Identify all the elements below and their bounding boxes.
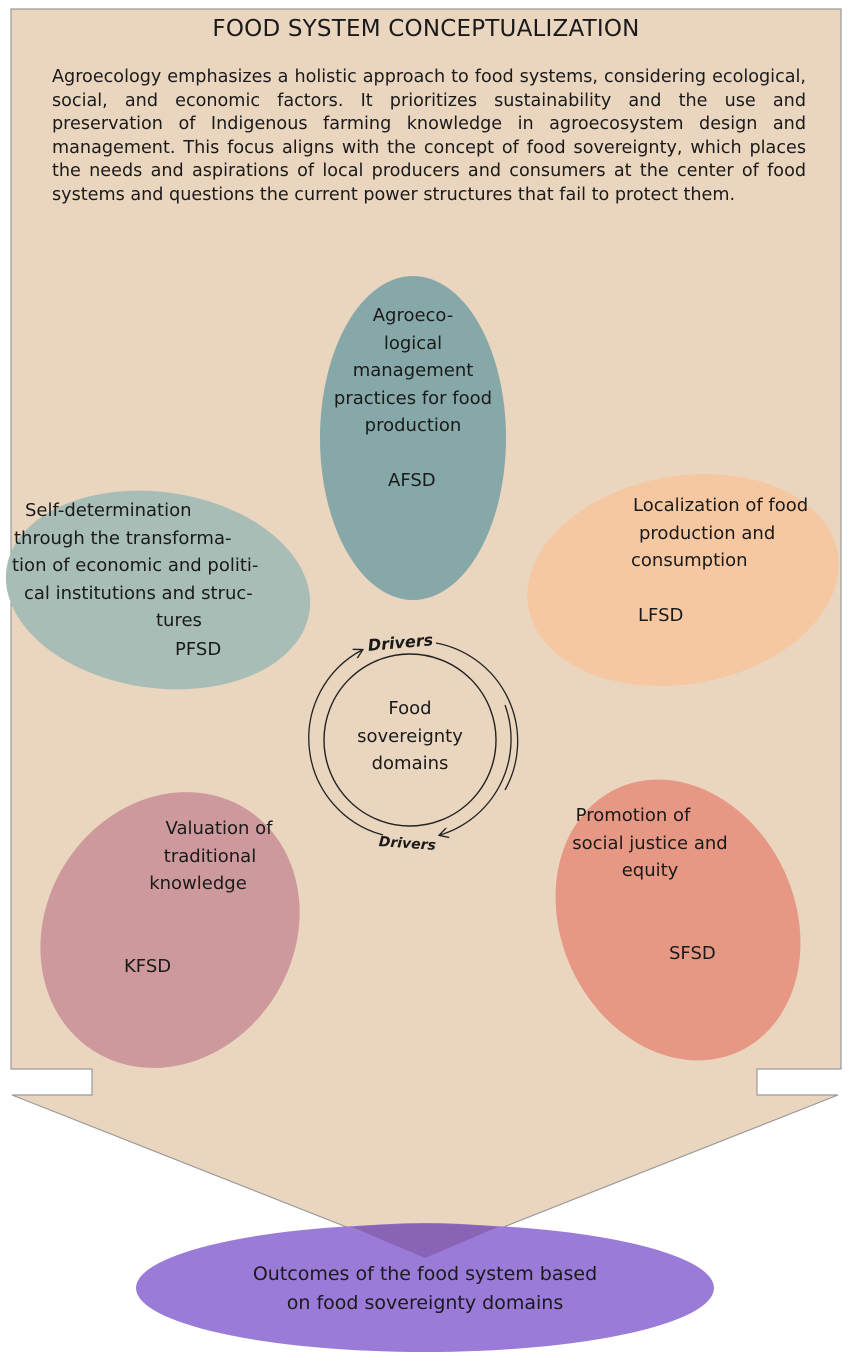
driver-arrow-right bbox=[440, 704, 512, 835]
pfsd-label-line: tion of economic and politi- bbox=[12, 555, 259, 576]
pfsd-label-line: tures bbox=[156, 610, 202, 631]
driver-arrow-left bbox=[308, 650, 384, 836]
pfsd-code: PFSD bbox=[175, 639, 222, 660]
intro-paragraph: Agroecology emphasizes a holistic approa… bbox=[52, 67, 806, 205]
afsd-label-line: production bbox=[364, 415, 462, 436]
kfsd-label-line: traditional bbox=[163, 845, 257, 867]
sfsd-label-line: Promotion of bbox=[575, 805, 691, 826]
center-label-line: domains bbox=[371, 753, 449, 774]
afsd-label: Agroeco- logical management practices fo… bbox=[318, 302, 508, 440]
pfsd-ellipse bbox=[5, 490, 311, 690]
outcome-label-line: on food sovereignty domains bbox=[286, 1292, 564, 1314]
afsd-code: AFSD bbox=[388, 470, 436, 491]
pfsd-label: Self-determination through the transform… bbox=[10, 497, 310, 635]
center-label-line: Food bbox=[388, 698, 432, 719]
outcome-ellipse bbox=[136, 1224, 714, 1352]
lfsd-code: LFSD bbox=[638, 605, 684, 626]
afsd-label-line: management bbox=[352, 360, 474, 381]
center-label: Food sovereignty domains bbox=[330, 695, 490, 778]
lfsd-label-line: consumption bbox=[631, 550, 748, 571]
diagram-title: FOOD SYSTEM CONCEPTUALIZATION bbox=[212, 16, 640, 42]
lfsd-label-line: production and bbox=[639, 522, 776, 544]
lfsd-label: Localization of food production and cons… bbox=[630, 492, 835, 575]
kfsd-ellipse bbox=[40, 792, 300, 1068]
center-inner-circle bbox=[323, 653, 497, 827]
kfsd-code: KFSD bbox=[124, 956, 172, 977]
afsd-label-line: Agroeco- bbox=[372, 305, 454, 326]
sfsd-label-line: equity bbox=[621, 860, 679, 881]
center-label-line: sovereignty bbox=[357, 725, 463, 747]
pfsd-label-line: cal institutions and struc- bbox=[24, 582, 253, 604]
outcome-label-line: Outcomes of the food system based bbox=[252, 1263, 598, 1285]
lfsd-label-line: Localization of food bbox=[633, 495, 809, 516]
kfsd-label-line: Valuation of bbox=[165, 818, 273, 839]
afsd-label-line: logical bbox=[383, 332, 443, 354]
sfsd-code: SFSD bbox=[669, 943, 716, 964]
sfsd-ellipse bbox=[555, 779, 801, 1061]
lfsd-ellipse bbox=[527, 474, 839, 686]
outcome-label: Outcomes of the food system based on foo… bbox=[200, 1260, 650, 1318]
driver-label-bottom: Drivers bbox=[378, 834, 436, 854]
sfsd-label: Promotion of social justice and equity bbox=[560, 802, 740, 885]
kfsd-label: Valuation of traditional knowledge bbox=[130, 815, 290, 898]
arrow-tip-overlap bbox=[352, 1223, 498, 1258]
kfsd-label-line: knowledge bbox=[149, 873, 247, 894]
sfsd-label-line: social justice and bbox=[572, 832, 728, 854]
afsd-ellipse bbox=[320, 276, 506, 600]
pfsd-label-line: Self-determination bbox=[25, 500, 192, 521]
afsd-label-line: practices for food bbox=[333, 387, 493, 409]
driver-arrow-top bbox=[435, 642, 519, 791]
pfsd-label-line: through the transforma- bbox=[14, 527, 232, 549]
